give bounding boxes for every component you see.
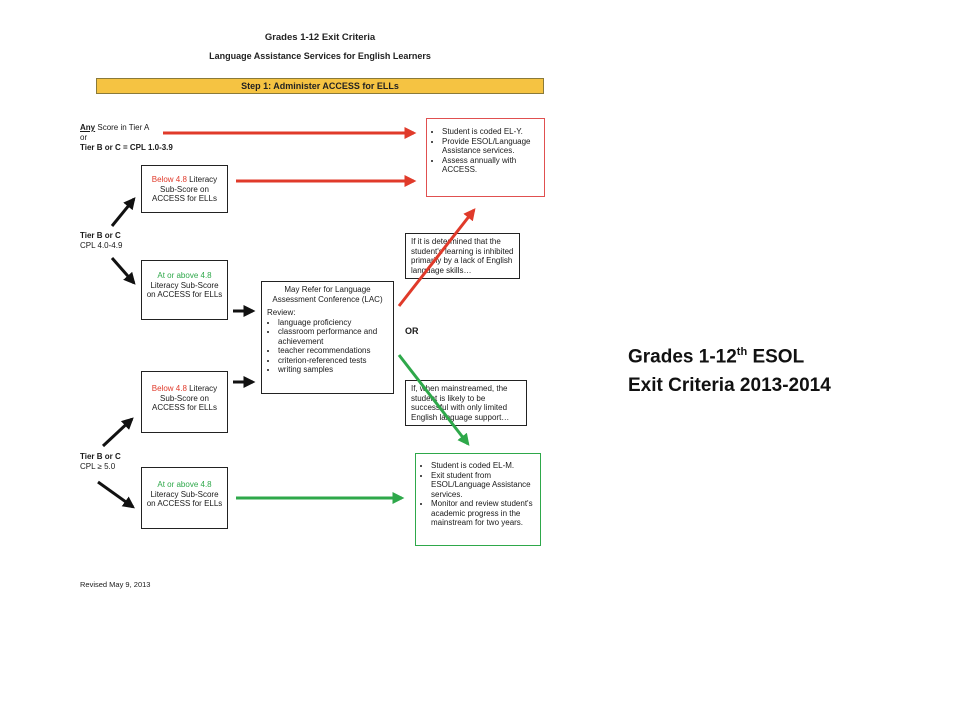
above-literacy-box-2: At or above 4.8 Literacy Sub-Score on AC… xyxy=(141,467,228,529)
step-banner: Step 1: Administer ACCESS for ELLs xyxy=(96,78,544,94)
below-literacy-box-2: Below 4.8 Literacy Sub-Score on ACCESS f… xyxy=(141,371,228,433)
list-item: Exit student from ESOL/Language Assistan… xyxy=(431,471,536,500)
outcome-el-y-box: Student is coded EL-Y. Provide ESOL/Lang… xyxy=(426,118,545,197)
list-item: teacher recommendations xyxy=(278,346,388,356)
list-item: language proficiency xyxy=(278,318,388,328)
above-literacy-box-1: At or above 4.8 Literacy Sub-Score on AC… xyxy=(141,260,228,320)
lac-box: May Refer for Language Assessment Confer… xyxy=(261,281,394,394)
list-item: criterion-referenced tests xyxy=(278,356,388,366)
arrow-high-to-above-2 xyxy=(97,480,135,509)
tier-bc-high-label: Tier B or C xyxy=(80,452,121,461)
or-small-label: or xyxy=(80,133,88,142)
lac-review-list: language proficiency classroom performan… xyxy=(267,318,388,375)
tier-bc-mid-label: Tier B or C xyxy=(80,231,121,240)
tier-bc-cpl-low-label: Tier B or C = CPL 1.0-3.9 xyxy=(80,143,173,152)
list-item: Provide ESOL/Language Assistance service… xyxy=(442,137,540,156)
arrow-lac-to-el-m xyxy=(397,354,470,446)
tier-a-label: Any Score in Tier A xyxy=(80,123,150,132)
revised-date: Revised May 9, 2013 xyxy=(80,580,151,589)
arrow-high-to-below-2 xyxy=(101,417,134,448)
list-item: Assess annually with ACCESS. xyxy=(442,156,540,175)
lac-title: May Refer for Language Assessment Confer… xyxy=(272,285,383,304)
slide-title: Grades 1-12th ESOL Exit Criteria 2013-20… xyxy=(628,346,831,397)
cpl-high-label: CPL ≥ 5.0 xyxy=(80,462,116,471)
arrow-mid-to-above-1 xyxy=(110,257,136,285)
arrow-mid-to-below-1 xyxy=(110,197,136,227)
lac-review-label: Review: xyxy=(267,308,296,317)
below-literacy-box-1: Below 4.8 Literacy Sub-Score on ACCESS f… xyxy=(141,165,228,213)
or-label: OR xyxy=(405,326,419,336)
list-item: writing samples xyxy=(278,365,388,375)
document-subtitle: Language Assistance Services for English… xyxy=(209,51,431,61)
cpl-mid-label: CPL 4.0-4.9 xyxy=(80,241,123,250)
list-item: Monitor and review student's academic pr… xyxy=(431,499,536,528)
list-item: Student is coded EL-Y. xyxy=(442,127,540,137)
outcome-el-m-box: Student is coded EL-M. Exit student from… xyxy=(415,453,541,546)
document-title: Grades 1-12 Exit Criteria xyxy=(264,32,376,43)
note-inhibited-box: If it is determined that the student's l… xyxy=(405,233,520,279)
list-item: Student is coded EL-M. xyxy=(431,461,536,471)
arrow-lac-to-el-y xyxy=(397,208,476,307)
list-item: classroom performance and achievement xyxy=(278,327,388,346)
